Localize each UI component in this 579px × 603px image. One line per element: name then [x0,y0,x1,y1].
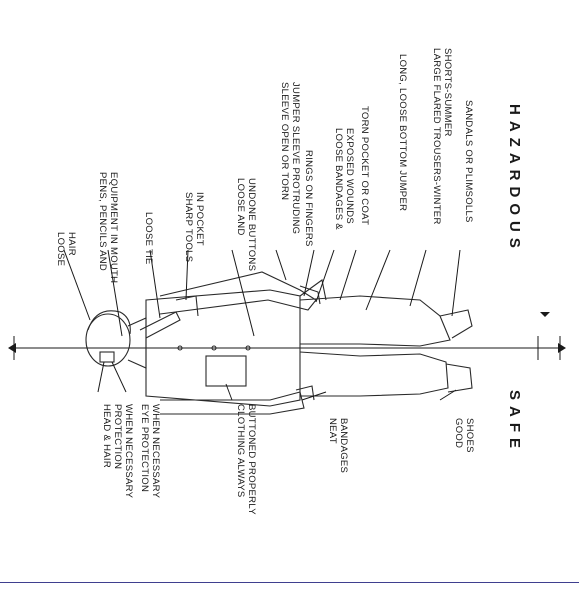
right-arrow-icon [558,343,566,353]
up-arrow-icon [540,312,550,317]
bottom-border [0,582,579,583]
hazard-labels: LOOSE HAIR PENS, PENCILS AND EQUIPMENT I… [55,48,474,283]
hazard-leaders [64,250,460,336]
safe-label-eye-protection: EYE PROTECTION WHEN NECESSARY [139,404,161,499]
figure-sandal [440,310,472,338]
figure-shoe [446,364,472,392]
figure-leg-hazard [300,296,450,346]
hazard-label-loose-buttons: LOOSE AND UNDONE BUTTONS [235,178,257,271]
hazard-label-rings: RINGS ON FINGERS [303,150,314,247]
hazard-label-loose-hair: LOOSE HAIR [55,232,77,269]
left-arrow-icon [8,343,16,353]
hazard-label-long-jumper: LONG, LOOSE BOTTOM JUMPER [397,54,408,211]
hazard-label-flared-trousers: LARGE FLARED TROUSERS-WINTER SHORTS-SUMM… [431,48,453,228]
figure-pocket-safe [206,356,246,386]
safe-label-good-shoes: GOOD SHOES [453,418,475,453]
figure-leg-safe [300,352,448,396]
hazard-label-sharp-tools: SHARP TOOLS IN POCKET [183,192,205,265]
safe-labels: HEAD & HAIR PROTECTION WHEN NECESSARY EY… [101,404,475,515]
safe-label-neat-bandages: NEAT BANDAGES [327,418,349,473]
divider-axis [8,312,566,360]
hazard-label-loose-bandages: LOOSE BANDAGES & EXPOSED WOUNDS [333,128,355,233]
hazard-label-torn-pocket: TORN POCKET OR COAT [359,106,370,225]
hazard-label-pens-in-mouth: PENS, PENCILS AND EQUIPMENT IN MOUTH [97,172,119,283]
hazard-label-sleeve-torn: SLEEVE OPEN OR TORN JUMPER SLEEVE PROTRU… [279,82,301,234]
heading-hazardous: HAZARDOUS [506,104,523,254]
figure-goggles [100,352,114,362]
hazard-label-loose-tie: LOOSE TIE [143,212,154,265]
heading-safe: SAFE [506,390,523,454]
figure-head [86,314,130,366]
safe-label-head-protection: HEAD & HAIR PROTECTION WHEN NECESSARY [101,404,134,499]
hazard-label-sandals: SANDALS OR PLIMSOLLS [463,100,474,223]
safe-label-clothing-buttoned: CLOTHING ALWAYS BUTTONED PROPERLY [235,404,257,515]
